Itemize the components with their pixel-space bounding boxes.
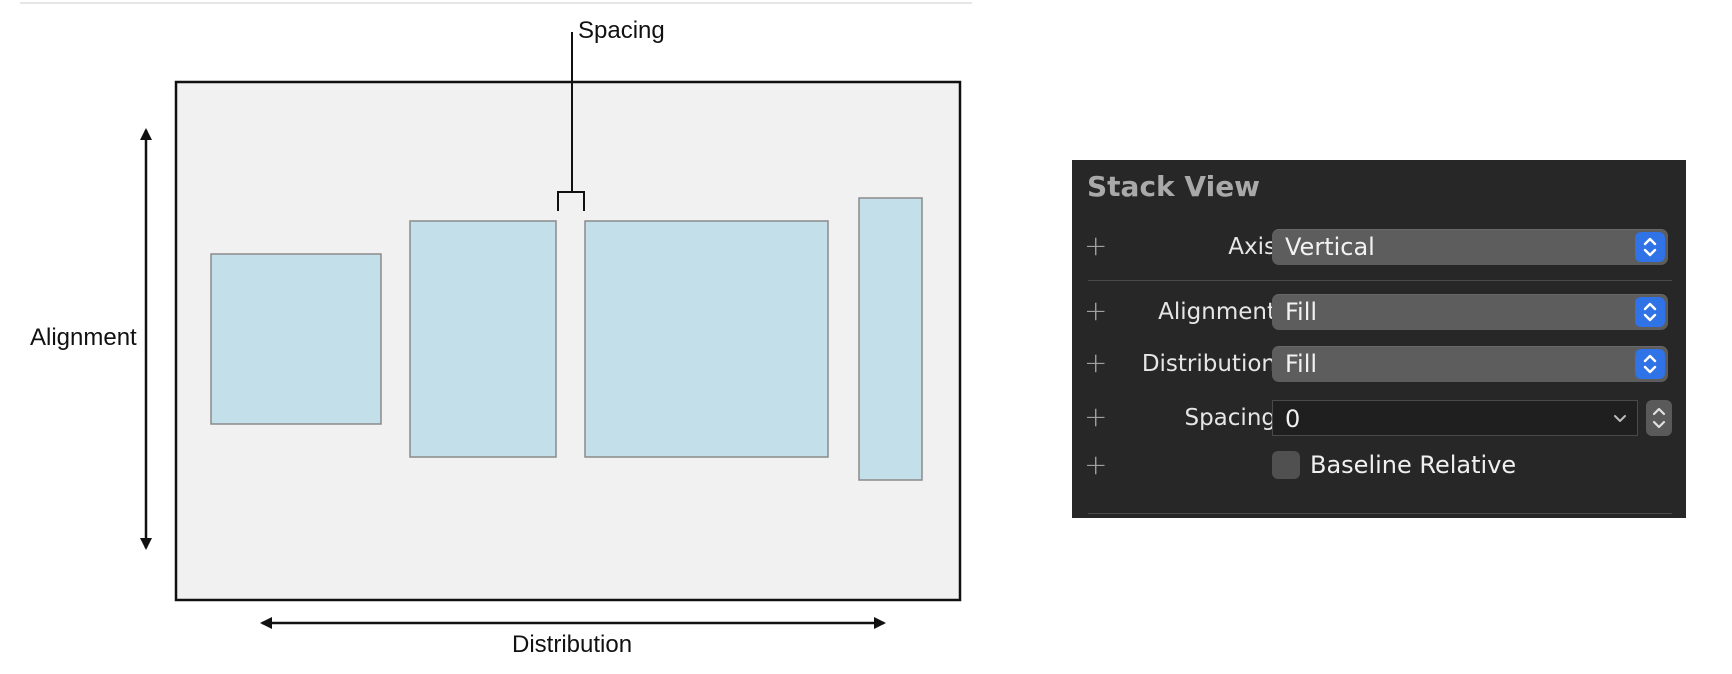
arranged-view-3 xyxy=(584,220,829,458)
alignment-row: + Alignment Fill xyxy=(1072,294,1686,330)
axis-row: + Axis Vertical xyxy=(1072,229,1686,265)
distribution-add-variation-button[interactable]: + xyxy=(1084,346,1108,379)
axis-add-variation-button[interactable]: + xyxy=(1084,229,1108,262)
alignment-value: Fill xyxy=(1285,298,1318,326)
alignment-label: Alignment xyxy=(30,324,137,351)
stack-view-diagram: Spacing Alignment Distribution xyxy=(20,2,972,658)
spacing-bracket xyxy=(557,32,585,211)
arranged-view-1 xyxy=(210,253,382,425)
popup-chevron-updown-icon xyxy=(1635,297,1665,327)
axis-popup-button[interactable]: Vertical xyxy=(1272,229,1668,265)
spacing-label: Spacing xyxy=(578,17,665,44)
popup-chevron-updown-icon xyxy=(1635,349,1665,379)
spacing-add-variation-button[interactable]: + xyxy=(1084,400,1108,433)
spacing-value: 0 xyxy=(1285,405,1301,433)
distribution-row: + Distribution Fill xyxy=(1072,346,1686,382)
chevron-down-icon[interactable] xyxy=(1613,409,1627,431)
inspector-section-title: Stack View xyxy=(1087,170,1261,203)
stack-view-inspector: Stack View + Axis Vertical + Alignment F… xyxy=(1072,160,1686,518)
alignment-add-variation-button[interactable]: + xyxy=(1084,294,1108,327)
baseline-relative-row: + Baseline Relative xyxy=(1072,448,1686,484)
distribution-label: Distribution xyxy=(1141,351,1276,377)
arranged-view-4 xyxy=(858,197,923,481)
distribution-popup-button[interactable]: Fill xyxy=(1272,346,1668,382)
baseline-relative-label: Baseline Relative xyxy=(1310,451,1517,479)
alignment-label: Alignment xyxy=(1158,299,1276,325)
spacing-label: Spacing xyxy=(1184,405,1276,431)
bottom-divider xyxy=(1088,513,1672,514)
axis-label: Axis xyxy=(1228,234,1276,260)
section-divider xyxy=(1088,280,1672,281)
popup-chevron-updown-icon xyxy=(1635,232,1665,262)
spacing-row: + Spacing 0 xyxy=(1072,400,1686,436)
baseline-relative-checkbox[interactable] xyxy=(1272,451,1300,479)
axis-value: Vertical xyxy=(1285,233,1375,261)
distribution-value: Fill xyxy=(1285,350,1318,378)
arranged-view-2 xyxy=(409,220,557,458)
distribution-label: Distribution xyxy=(512,631,632,658)
baseline-add-variation-button[interactable]: + xyxy=(1084,448,1108,481)
alignment-popup-button[interactable]: Fill xyxy=(1272,294,1668,330)
spacing-stepper[interactable] xyxy=(1646,400,1672,436)
spacing-combo-field[interactable]: 0 xyxy=(1272,400,1638,436)
